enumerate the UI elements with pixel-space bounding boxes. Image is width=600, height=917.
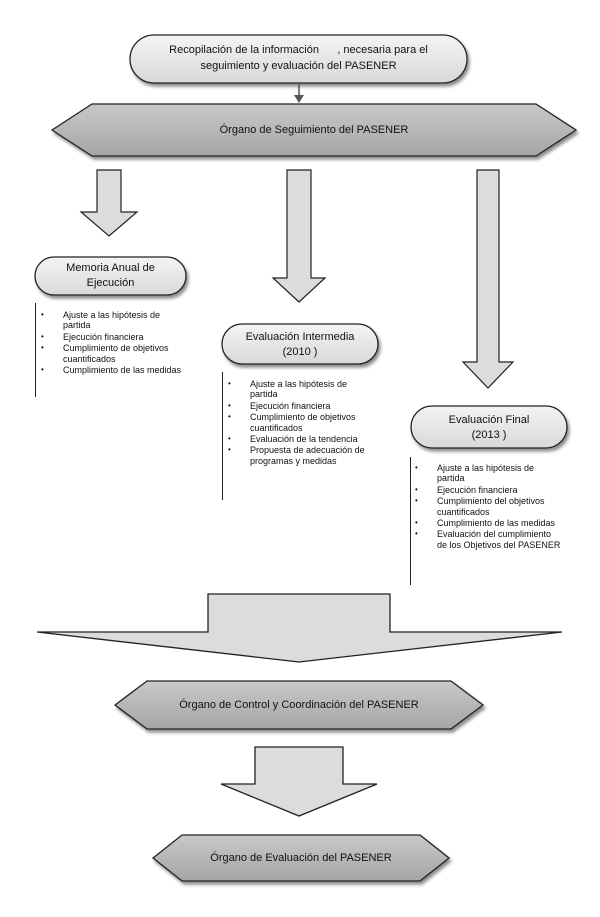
- arrow-intermedia: [271, 169, 327, 303]
- list-item: Ejecución financiera: [225, 401, 375, 412]
- list-item: Ejecución financiera: [38, 332, 188, 343]
- connector-arrow-head: [294, 95, 304, 103]
- list-item: Ejecución financiera: [412, 485, 562, 496]
- memoria-list: Ajuste a las hipótesis de partida Ejecuc…: [38, 310, 188, 376]
- convergence-arrow: [36, 593, 563, 663]
- final-list-border: [410, 457, 411, 585]
- memoria-title: Memoria Anual de Ejecución: [35, 261, 186, 291]
- arrow-evaluacion: [220, 746, 378, 817]
- final-title: Evaluación Final (2013 ): [411, 413, 567, 443]
- final-title-line1: Evaluación Final: [448, 414, 530, 426]
- final-list: Ajuste a las hipótesis de partida Ejecuc…: [412, 463, 562, 551]
- intermedia-title: Evaluación Intermedia (2010 ): [222, 330, 378, 360]
- intermedia-title-line2: (2010 ): [282, 346, 318, 358]
- organo-control-label: Órgano de Control y Coordinación del PAS…: [179, 699, 419, 711]
- intermedia-list: Ajuste a las hipótesis de partida Ejecuc…: [225, 379, 375, 467]
- final-title-line2: (2013 ): [471, 429, 507, 441]
- list-item: Ajuste a las hipótesis de partida: [225, 379, 375, 400]
- list-item: Evaluación de la tendencia: [225, 434, 375, 445]
- organo-seguimiento-label: Órgano de Seguimiento del PASENER: [219, 124, 409, 136]
- banner-evaluacion: [151, 834, 451, 882]
- memoria-title-line1: Memoria Anual de: [66, 262, 155, 274]
- intermedia-box: [221, 323, 379, 365]
- list-item: Cumplimiento de las medidas: [38, 365, 188, 376]
- intermedia-title-line1: Evaluación Intermedia: [245, 331, 355, 343]
- top-box-line1: Recopilación de la información , necesar…: [169, 44, 428, 56]
- arrow-final: [461, 169, 515, 389]
- banner-seguimiento: [50, 103, 578, 157]
- intermedia-list-border: [222, 372, 223, 500]
- list-item: Propuesta de adecuación de programas y m…: [225, 445, 375, 466]
- banner-control: [113, 680, 485, 730]
- final-box: [410, 405, 568, 449]
- top-box-text: Recopilación de la información , necesar…: [130, 42, 467, 74]
- list-item: Cumplimiento del objetivos cuantificados: [412, 496, 562, 517]
- arrow-memoria: [79, 169, 139, 237]
- memoria-title-line2: Ejecución: [86, 277, 135, 289]
- organo-evaluacion-label: Órgano de Evaluación del PASENER: [210, 852, 392, 864]
- memoria-list-border: [35, 303, 36, 397]
- list-item: Evaluación del cumplimiento de los Objet…: [412, 529, 562, 550]
- list-item: Ajuste a las hipótesis de partida: [412, 463, 562, 484]
- list-item: Cumplimiento de las medidas: [412, 518, 562, 529]
- top-box-line2: seguimiento y evaluación del PASENER: [200, 60, 397, 72]
- list-item: Cumplimiento de objetivos cuantificados: [225, 412, 375, 433]
- list-item: Cumplimiento de objetivos cuantificados: [38, 343, 188, 364]
- list-item: Ajuste a las hipótesis de partida: [38, 310, 188, 331]
- memoria-box: [34, 256, 187, 296]
